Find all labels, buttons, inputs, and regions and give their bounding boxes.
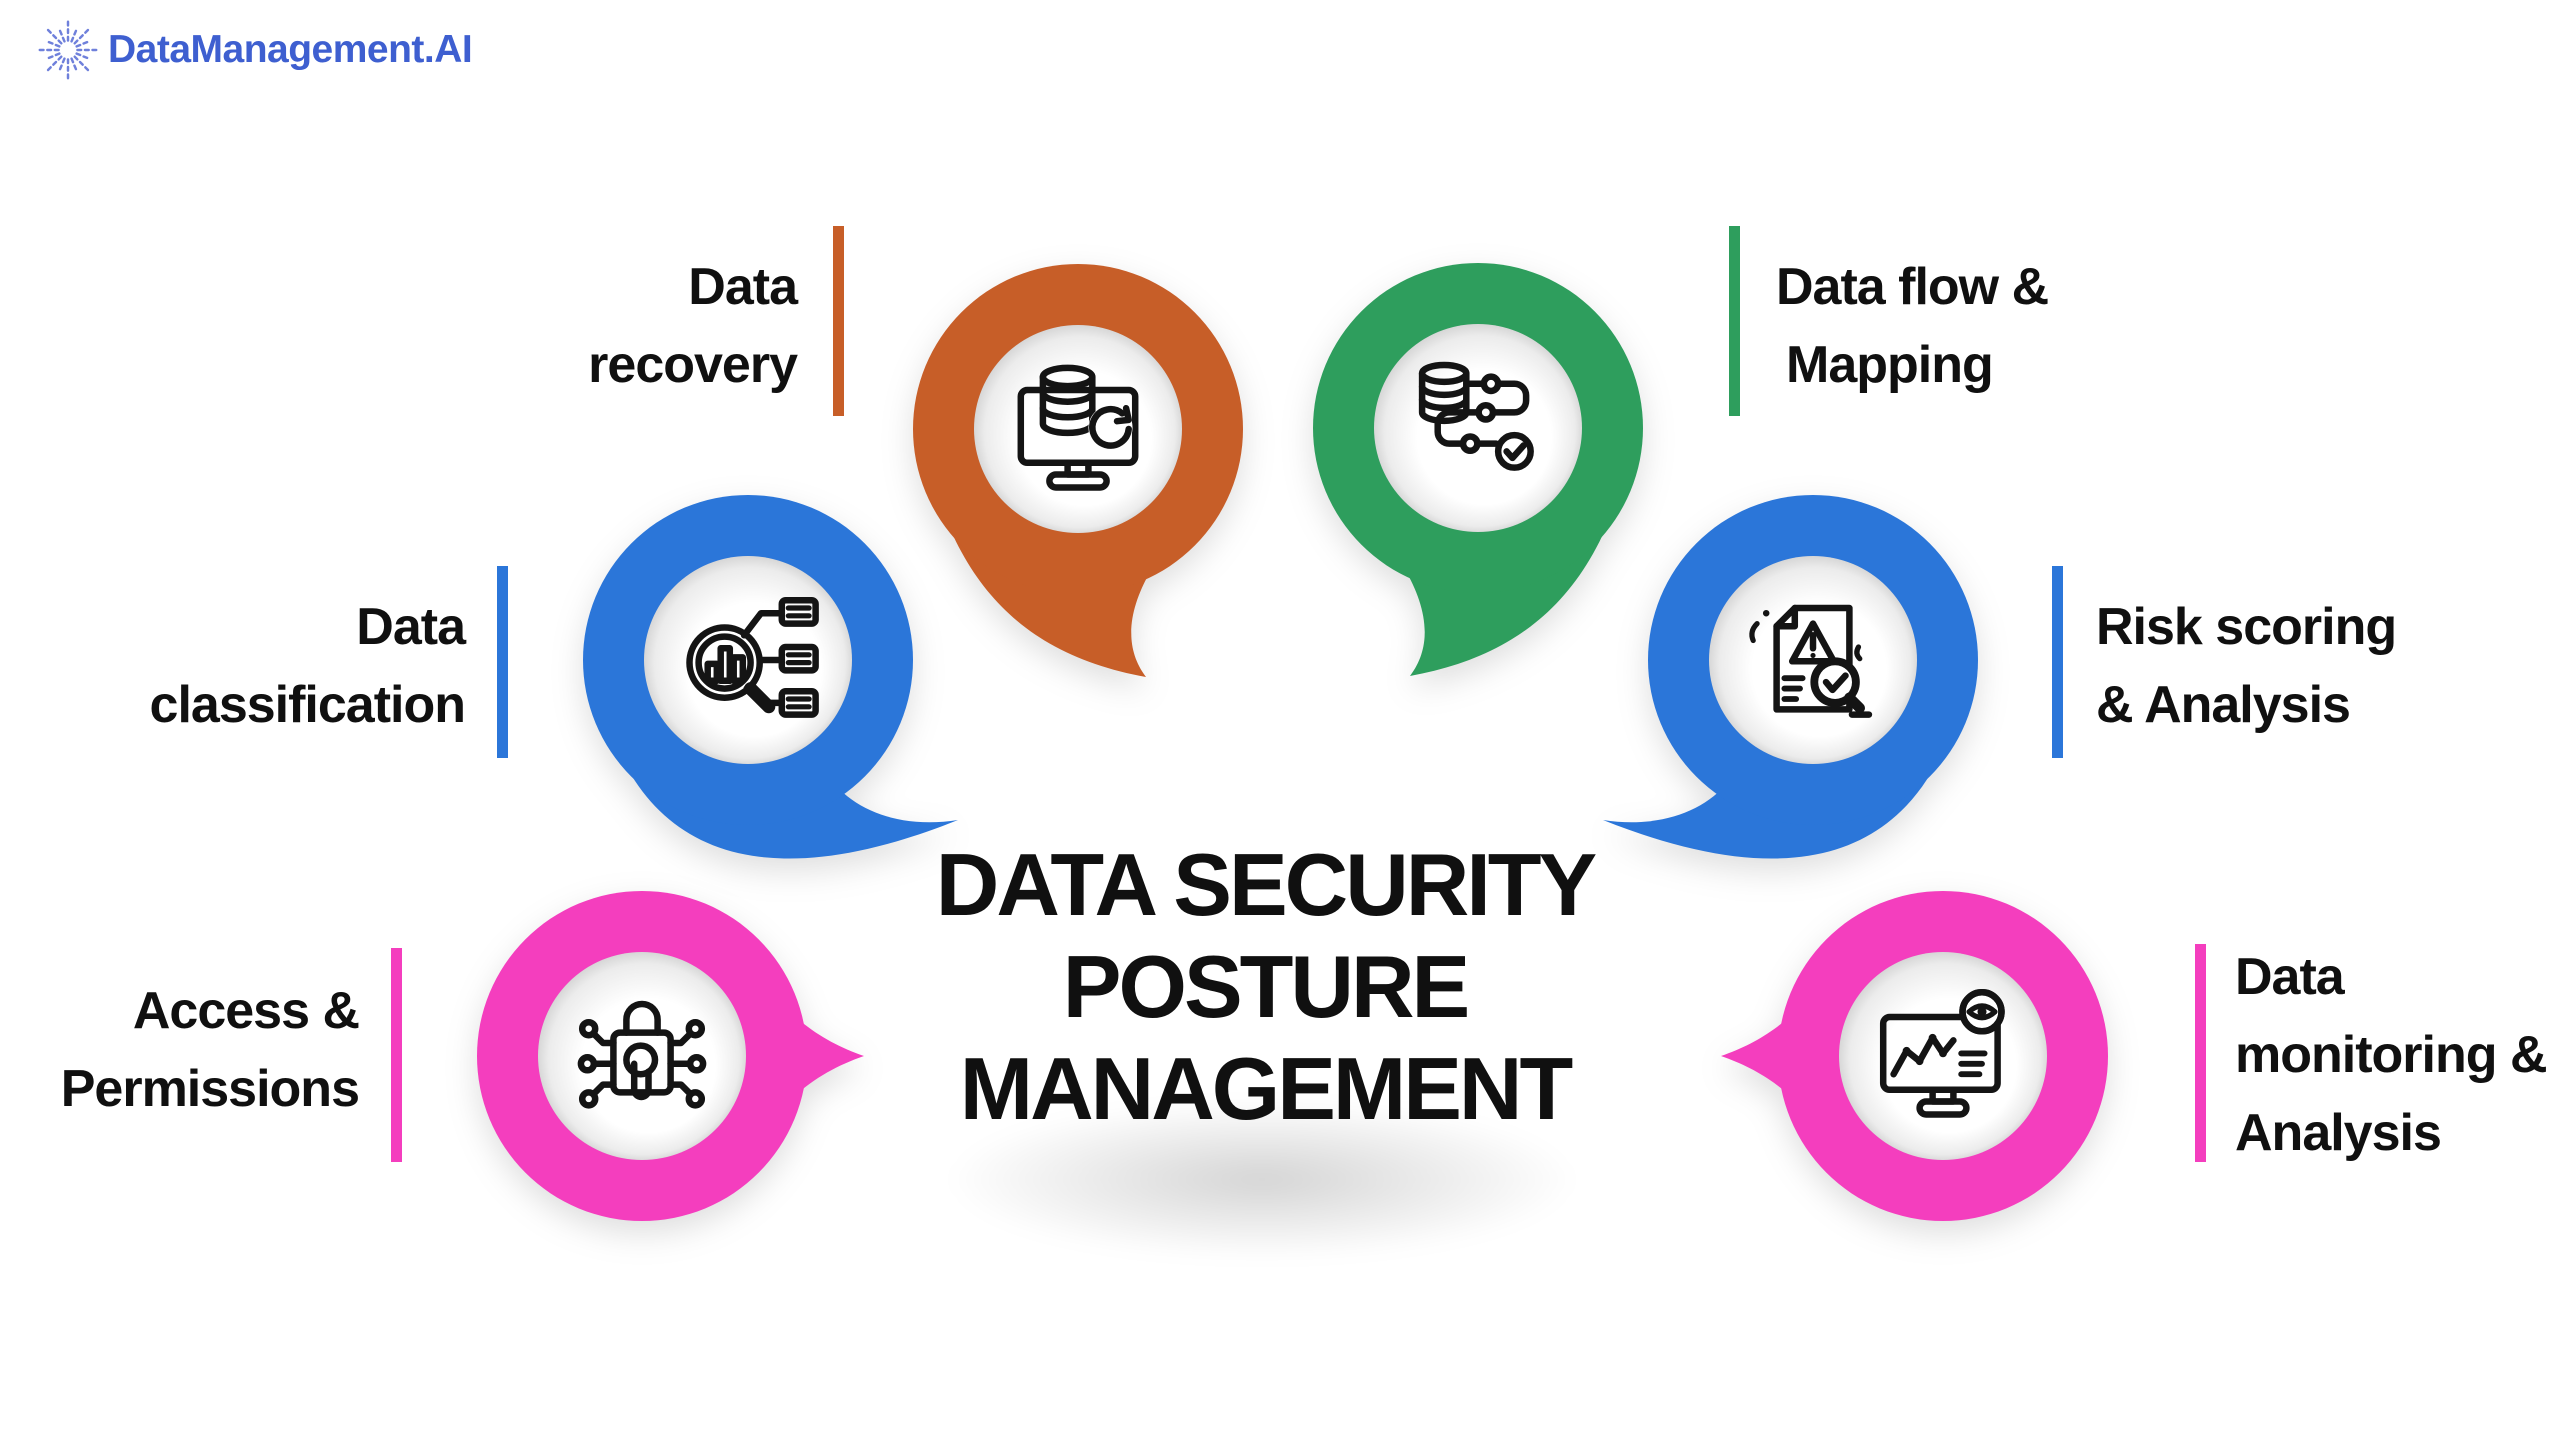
label-line: Data [688, 258, 798, 316]
label-line: Mapping [1786, 336, 1994, 394]
bubble-data-classification [518, 430, 978, 950]
risk-document-icon [1749, 604, 1873, 718]
bubble-data-flow-mapping [1248, 198, 1708, 718]
brand-name: DataManagement.AI [108, 28, 473, 71]
label-line: Data flow & [1776, 258, 2049, 316]
label-data-recovery: Data recovery [588, 248, 798, 404]
bubble-access-permissions [412, 826, 872, 1346]
accent-bar-data-classification [497, 566, 508, 758]
accent-bar-data-flow-mapping [1729, 226, 1740, 416]
label-data-monitoring: Data monitoring & Analysis [2235, 938, 2548, 1172]
database-flow-icon [1418, 361, 1534, 471]
accent-bar-risk-scoring [2052, 566, 2063, 758]
label-data-classification: Data classification [149, 588, 466, 744]
accent-bar-access-permissions [391, 948, 402, 1162]
title-shadow [952, 1102, 1572, 1257]
lock-touch-icon [577, 1000, 707, 1109]
title-line: POSTURE [1062, 937, 1470, 1036]
label-line: monitoring & [2235, 1026, 2548, 1084]
label-line: Data [2235, 948, 2345, 1006]
brand-logo: DataManagement.AI [36, 18, 473, 82]
label-line: recovery [588, 336, 798, 394]
label-line: classification [149, 676, 466, 734]
magnifier-chart-icon [686, 596, 819, 718]
label-line: Data [356, 598, 466, 656]
title-line: DATA SECURITY [935, 835, 1597, 934]
label-line: Access & [132, 982, 360, 1040]
database-restore-icon [1017, 364, 1139, 491]
label-risk-scoring: Risk scoring & Analysis [2096, 588, 2397, 744]
label-line: & Analysis [2096, 676, 2351, 734]
bubble-data-recovery [848, 199, 1308, 719]
label-data-flow-mapping: Data flow & Mapping [1776, 248, 2049, 404]
label-line: Permissions [60, 1060, 360, 1118]
bubble-risk-scoring [1583, 430, 2043, 950]
label-line: Analysis [2235, 1104, 2442, 1162]
monitor-eye-icon [1879, 989, 2005, 1118]
accent-bar-data-monitoring [2195, 944, 2206, 1162]
bubble-data-monitoring [1713, 826, 2173, 1346]
label-access-permissions: Access & Permissions [60, 972, 360, 1128]
starburst-icon [38, 20, 98, 80]
label-line: Risk scoring [2096, 598, 2397, 656]
title-line: MANAGEMENT [959, 1039, 1573, 1138]
accent-bar-data-recovery [833, 226, 844, 416]
page-title: DATA SECURITY POSTURE MANAGEMENT [935, 834, 1597, 1140]
